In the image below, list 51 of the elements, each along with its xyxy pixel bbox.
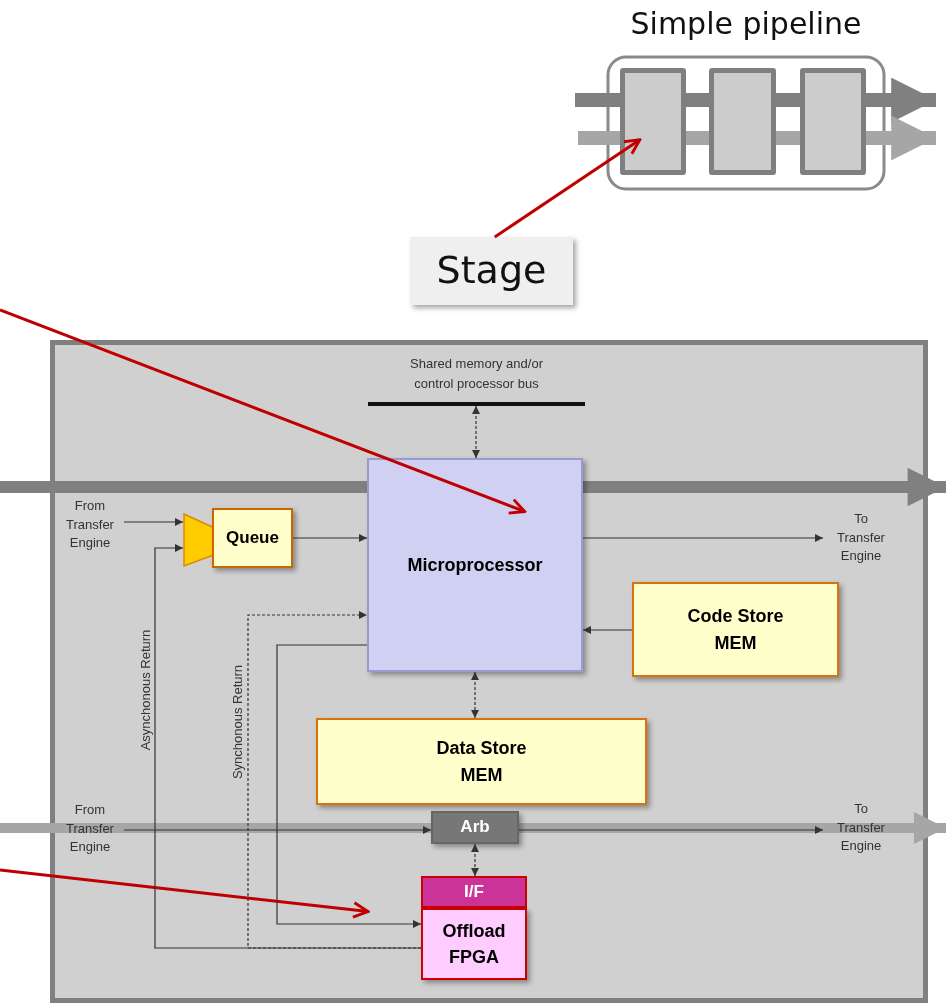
box-label: I/F <box>464 880 484 903</box>
double-arrow <box>471 671 479 719</box>
arrow <box>292 534 368 542</box>
stage-callout <box>410 237 573 305</box>
flow-arrow <box>519 812 946 844</box>
flow-band <box>575 93 620 107</box>
double-arrow <box>472 405 480 459</box>
flow-band <box>686 93 709 107</box>
arrow <box>276 644 422 928</box>
bus-label: Shared memory and/or control processor bus <box>409 355 544 393</box>
arrow <box>123 518 184 526</box>
endpoint-label: From Transfer Engine <box>56 798 124 860</box>
endpoint-label: To Transfer Engine <box>823 507 899 569</box>
flow-band <box>776 131 800 145</box>
flow-arrow <box>583 467 946 507</box>
box-label: Code Store MEM <box>686 605 785 655</box>
box-label: Data Store MEM <box>435 737 528 787</box>
endpoint-label: From Transfer Engine <box>56 494 124 556</box>
endpoint-label: To Transfer Engine <box>823 796 899 860</box>
box-label: Queue <box>226 526 279 549</box>
pointer-arrow <box>0 868 370 919</box>
box-label: Offload FPGA <box>441 919 507 969</box>
arrow <box>247 611 422 949</box>
arrow <box>123 826 432 834</box>
stage-box <box>620 68 686 175</box>
queue-box <box>212 508 293 568</box>
memory-box <box>632 582 839 677</box>
flow-arrow <box>866 115 936 161</box>
stage-box <box>800 68 866 175</box>
memory-box <box>316 718 647 805</box>
double-arrow <box>471 843 479 877</box>
stage-box <box>709 68 776 175</box>
arrow <box>582 534 824 542</box>
flow-band <box>686 131 709 145</box>
engine-panel <box>50 340 928 1003</box>
pointer-arrow <box>493 138 642 239</box>
pointer-arrow <box>0 308 527 515</box>
processor-box <box>367 458 583 672</box>
arrow <box>518 826 824 834</box>
pipeline-heading: Simple pipeline <box>630 6 862 41</box>
flow-band <box>578 131 620 145</box>
arbiter-box <box>431 811 519 844</box>
interface-box <box>421 876 527 908</box>
flow-band <box>776 93 800 107</box>
box-label: Stage <box>436 247 547 295</box>
box-label: Microprocessor <box>407 553 543 577</box>
arrow <box>582 626 633 634</box>
flow-band <box>0 481 367 493</box>
flow-band <box>0 823 431 833</box>
fpga-box <box>421 908 527 980</box>
box-label: Arb <box>460 816 490 839</box>
